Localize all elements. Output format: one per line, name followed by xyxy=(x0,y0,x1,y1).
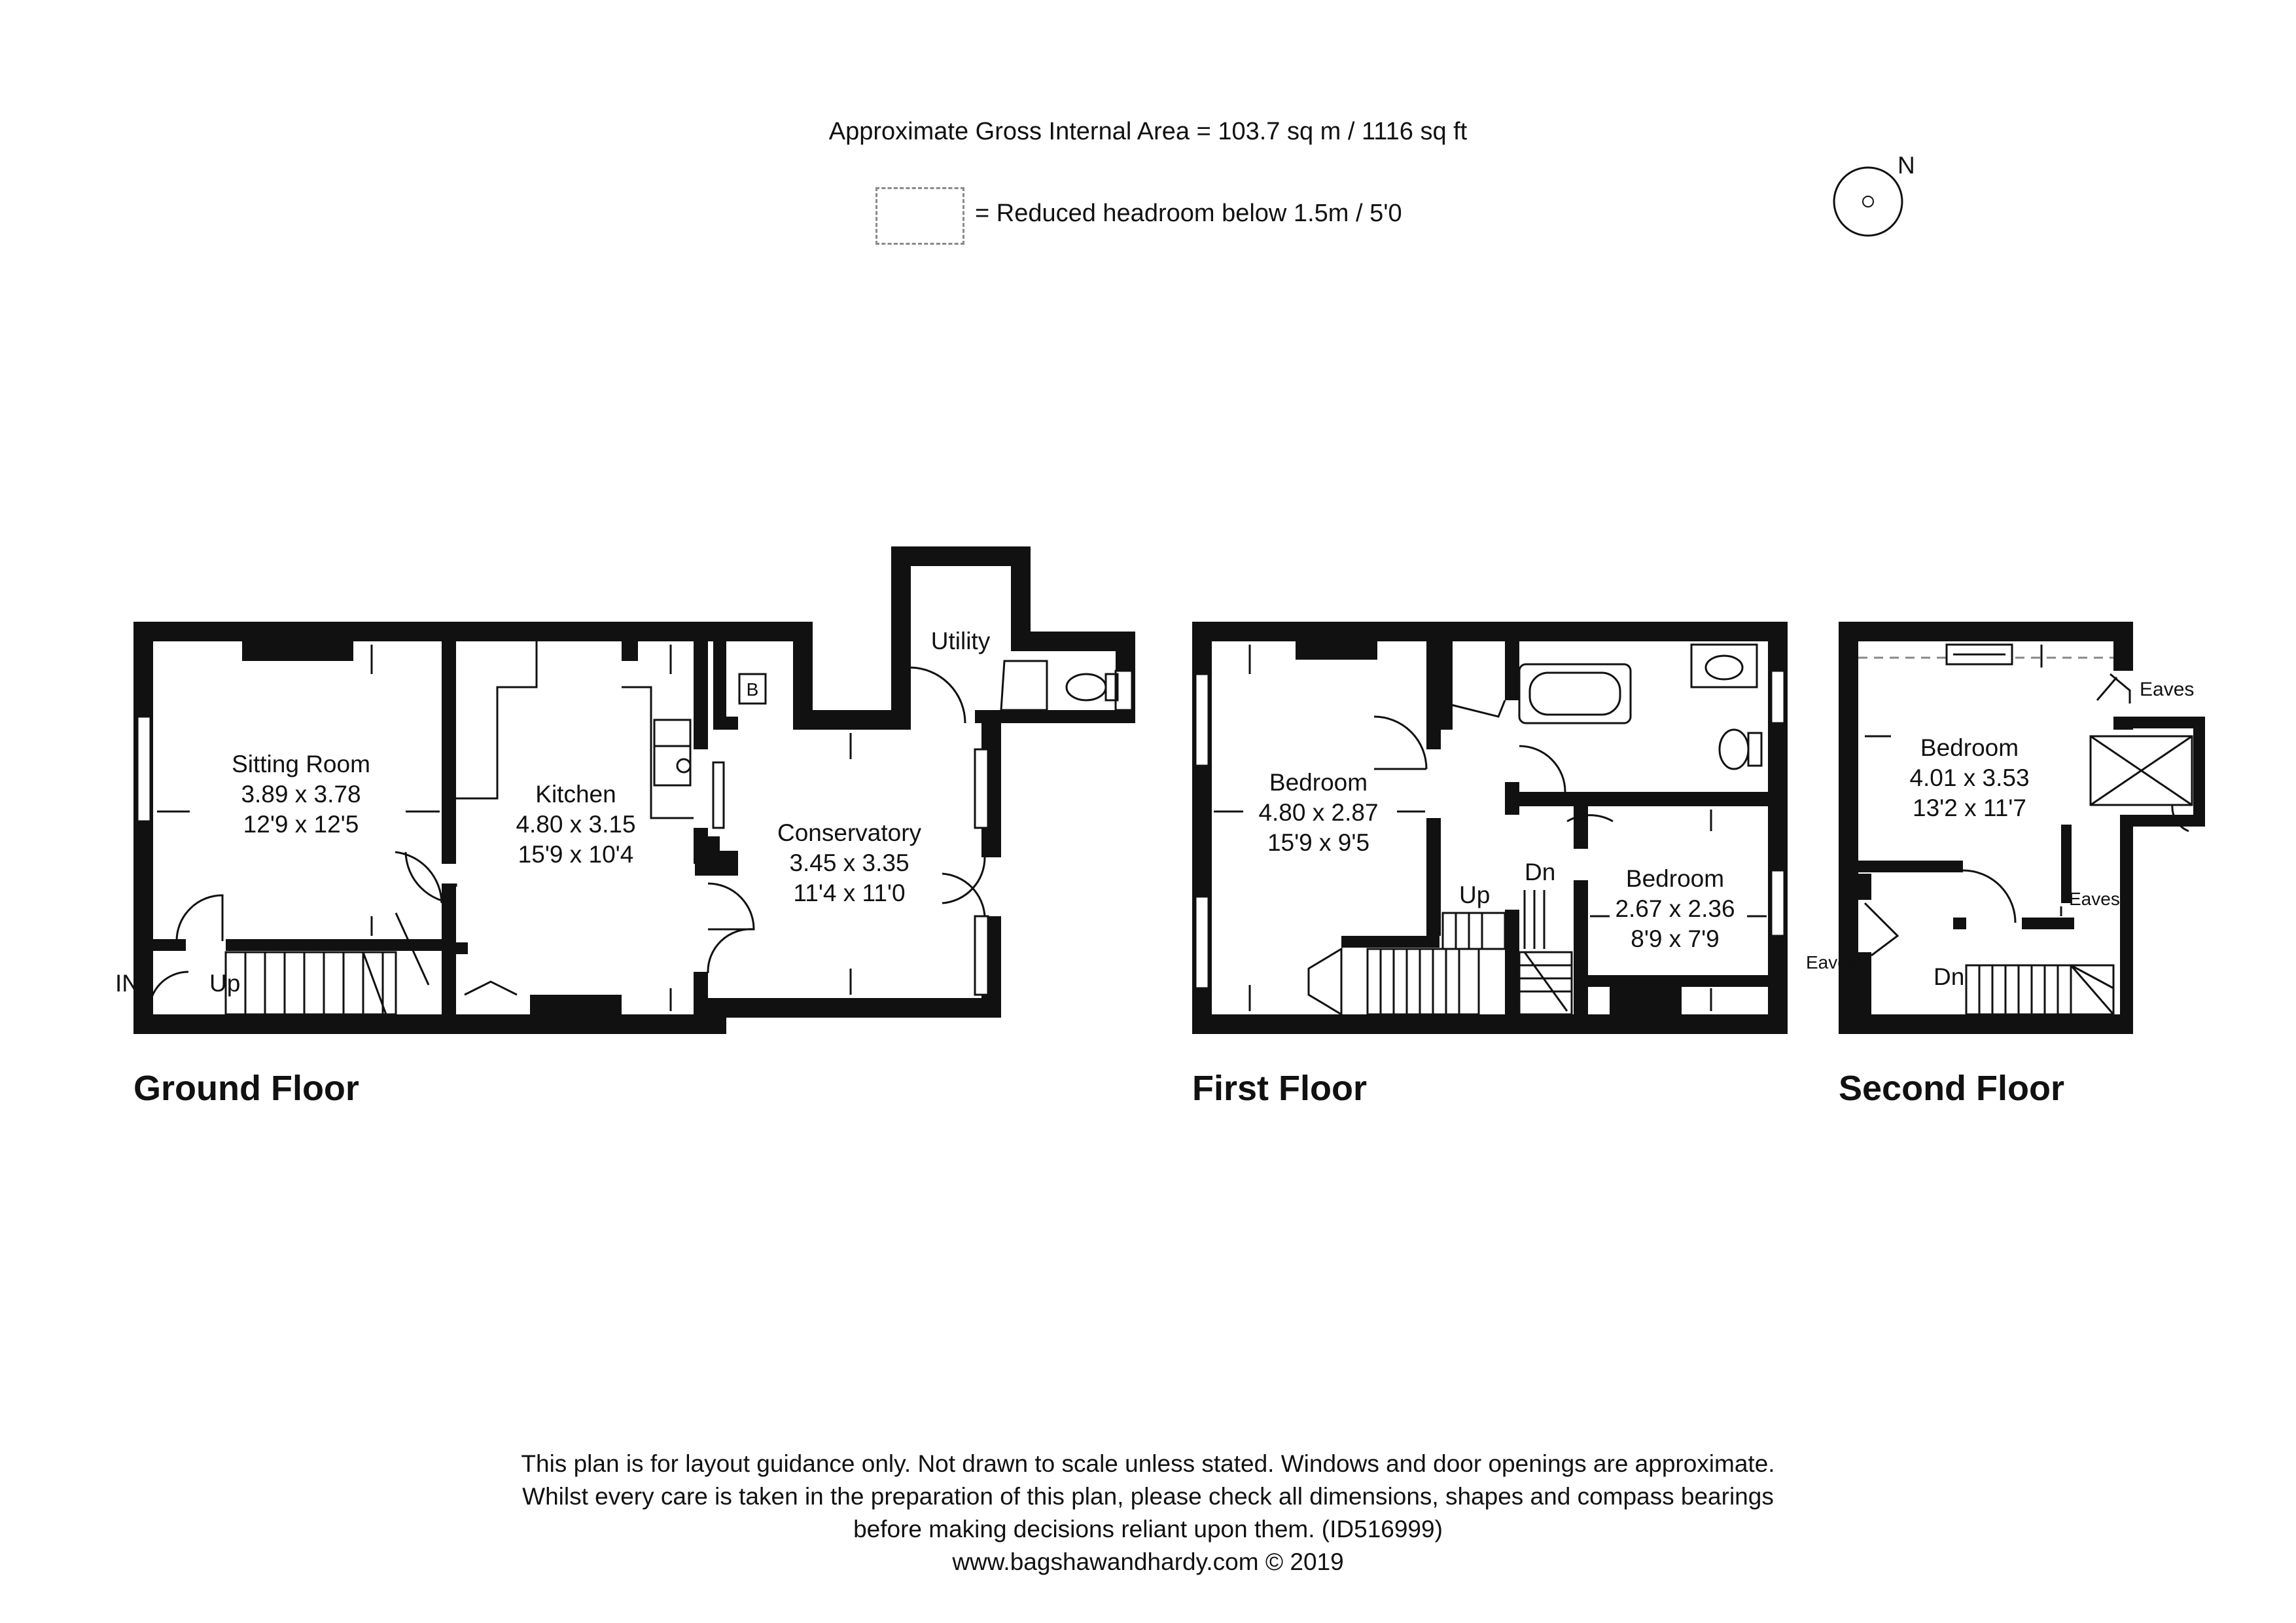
boiler-label: B xyxy=(747,679,759,700)
eaves-label-left: Eaves xyxy=(1806,952,1857,972)
kitchen-imperial: 15'9 x 10'4 xyxy=(518,841,634,868)
second-bedroom-imperial: 13'2 x 11'7 xyxy=(1913,794,2026,821)
first-floor-title: First Floor xyxy=(1192,1069,1367,1108)
ground-floor-title: Ground Floor xyxy=(133,1069,359,1108)
kitchen-name: Kitchen xyxy=(535,781,616,808)
eaves-label-middle: Eaves xyxy=(2069,889,2120,909)
disclaimer-line-1: This plan is for layout guidance only. N… xyxy=(521,1450,1775,1477)
first-floor-plan xyxy=(1192,622,1788,1034)
first-bedroom-1-name: Bedroom xyxy=(1269,769,1368,796)
ground-stairs-up-label: Up xyxy=(209,970,240,997)
utility-name: Utility xyxy=(931,628,991,654)
kitchen-metric: 4.80 x 3.15 xyxy=(516,811,635,838)
second-floor-fixtures xyxy=(1858,643,2193,1016)
sitting-room-metric: 3.89 x 3.78 xyxy=(241,781,361,808)
entrance-label: IN xyxy=(115,970,139,997)
first-bedroom-2-metric: 2.67 x 2.36 xyxy=(1615,895,1735,922)
sitting-room-name: Sitting Room xyxy=(232,751,370,777)
first-bedroom-2-name: Bedroom xyxy=(1626,865,1724,892)
conservatory-name: Conservatory xyxy=(777,819,922,846)
second-floor-title: Second Floor xyxy=(1839,1069,2065,1108)
second-bedroom-metric: 4.01 x 3.53 xyxy=(1909,764,2029,791)
reduced-headroom-swatch xyxy=(875,187,964,245)
gross-internal-area: Approximate Gross Internal Area = 103.7 … xyxy=(828,118,1468,145)
copyright-line: www.bagshawandhardy.com © 2019 xyxy=(952,1548,1344,1575)
first-stairs-down-label: Dn xyxy=(1525,859,1555,885)
first-bedroom-2-imperial: 8'9 x 7'9 xyxy=(1631,925,1720,952)
second-floor-plan xyxy=(1839,622,2205,1034)
second-stairs-down-label: Dn xyxy=(1934,963,1964,990)
first-bedroom-1-metric: 4.80 x 2.87 xyxy=(1258,799,1378,826)
ground-floor-fixtures xyxy=(136,641,1133,1016)
conservatory-metric: 3.45 x 3.35 xyxy=(789,849,909,876)
first-floor-fixtures xyxy=(1194,643,1786,1016)
reduced-headroom-legend: = Reduced headroom below 1.5m / 5'0 xyxy=(975,200,1402,227)
conservatory-imperial: 11'4 x 11'0 xyxy=(793,880,905,906)
first-bedroom-1-imperial: 15'9 x 9'5 xyxy=(1267,829,1369,856)
sitting-room-imperial: 12'9 x 12'5 xyxy=(243,811,359,838)
disclaimer-line-2: Whilst every care is taken in the prepar… xyxy=(522,1483,1774,1510)
disclaimer-line-3: before making decisions reliant upon the… xyxy=(853,1516,1443,1543)
second-bedroom-name: Bedroom xyxy=(1920,734,2019,761)
first-stairs-up-label: Up xyxy=(1459,882,1490,908)
compass-rose-icon xyxy=(1833,166,1903,237)
ground-floor-plan xyxy=(133,546,1135,1034)
eaves-label-top: Eaves xyxy=(2140,679,2194,700)
compass-north-letter: N xyxy=(1898,152,1915,179)
